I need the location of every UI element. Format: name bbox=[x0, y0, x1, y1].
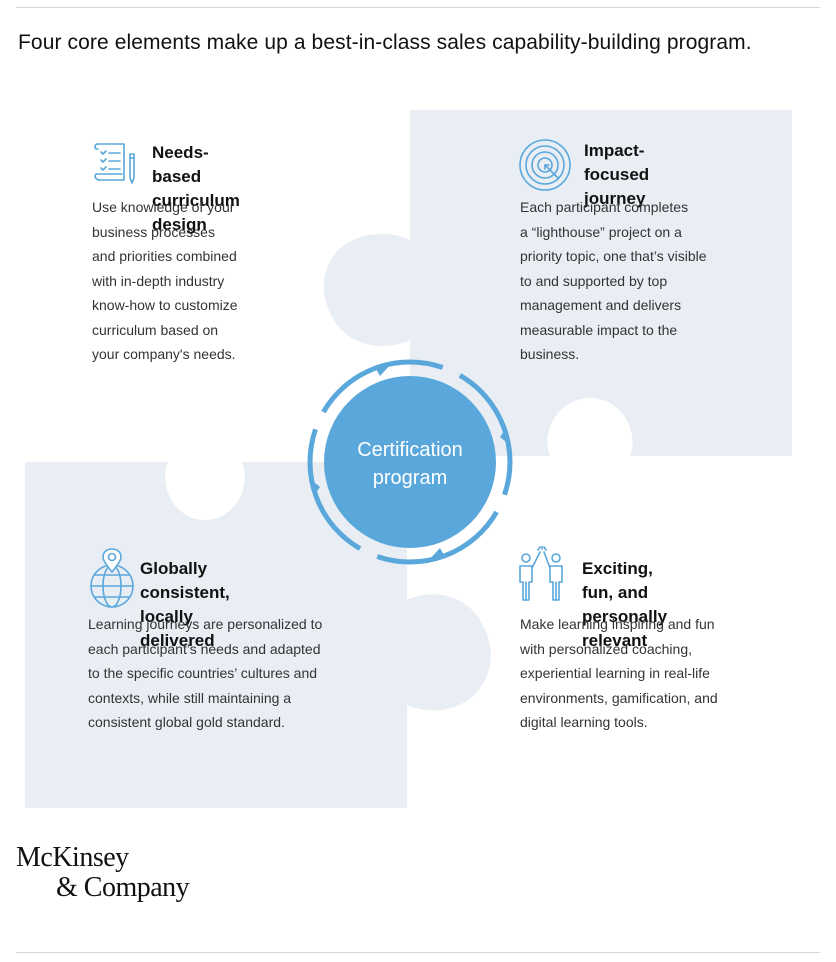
mckinsey-logo: McKinsey & Company bbox=[16, 842, 190, 903]
element-heading: Globally consistent, locally delivered bbox=[140, 559, 230, 650]
globe-pin-icon bbox=[90, 548, 134, 608]
element-body: Learning journeys are personalized to ea… bbox=[88, 616, 323, 730]
bottom-divider bbox=[16, 952, 820, 953]
checklist-scroll-icon bbox=[94, 143, 135, 184]
element-body: Make learning inspiring and fun with per… bbox=[520, 616, 718, 730]
certification-ring bbox=[307, 359, 513, 565]
high-five-icon bbox=[519, 546, 563, 601]
logo-line2: & Company bbox=[56, 872, 190, 903]
puzzle-piece-top-right bbox=[323, 110, 792, 456]
element-body: Use knowledge of your business processes… bbox=[92, 199, 238, 362]
element-heading: Needs-based curriculum design bbox=[152, 143, 240, 234]
puzzle-piece-bottom-left bbox=[25, 462, 491, 808]
element-body: Each participant completes a “lighthouse… bbox=[520, 199, 707, 362]
center-label-line1: Certification bbox=[357, 439, 463, 461]
top-divider bbox=[16, 7, 820, 8]
element-heading: Exciting, fun, and personally relevant bbox=[582, 559, 668, 650]
logo-line1: McKinsey bbox=[16, 842, 129, 873]
center-label: Certification program bbox=[324, 436, 496, 492]
page-title: Four core elements make up a best-in-cla… bbox=[18, 31, 752, 54]
center-label-line2: program bbox=[372, 467, 448, 489]
element-heading: Impact-focused journey bbox=[584, 141, 650, 208]
target-icon bbox=[519, 139, 571, 191]
